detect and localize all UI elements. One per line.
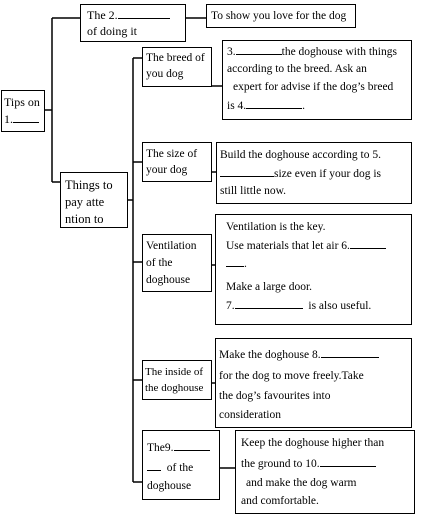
item-breed-label: The breed of you dog — [142, 47, 212, 87]
item-nine-label: The9. of the doghouse — [142, 430, 220, 500]
item-size-content: Build the doghouse according to 5. size … — [216, 142, 412, 204]
item-inside-content: Make the doghouse 8. for the dog to move… — [215, 338, 412, 428]
purpose-answer: To show you love for the dog — [211, 10, 347, 22]
purpose-label-line1: The 2. — [87, 7, 170, 24]
item-size-label: The size of your dog — [142, 142, 212, 182]
root-node: Tips on 1. — [1, 90, 45, 132]
things-line2: pay atte — [65, 195, 105, 209]
things-node: Things to pay atte ntion to — [60, 172, 128, 228]
root-title: Tips on — [4, 95, 40, 109]
root-blank-label: 1. — [4, 111, 39, 128]
item-ventilation-label: Ventilation of the doghouse — [142, 234, 212, 292]
item-inside-label: The inside of the doghouse — [142, 360, 212, 400]
purpose-answer-box: To show you love for the dog — [206, 4, 356, 28]
item-nine-content: Keep the doghouse higher than the ground… — [235, 430, 415, 514]
things-line1: Things to — [65, 178, 113, 192]
item-breed-content: 3.the doghouse with things according to … — [222, 40, 412, 120]
purpose-node: The 2. of doing it — [80, 4, 186, 42]
item-ventilation-content: Ventilation is the key. Use materials th… — [215, 214, 412, 325]
purpose-label-line2: of doing it — [87, 24, 137, 38]
things-line3: ntion to — [65, 212, 104, 226]
